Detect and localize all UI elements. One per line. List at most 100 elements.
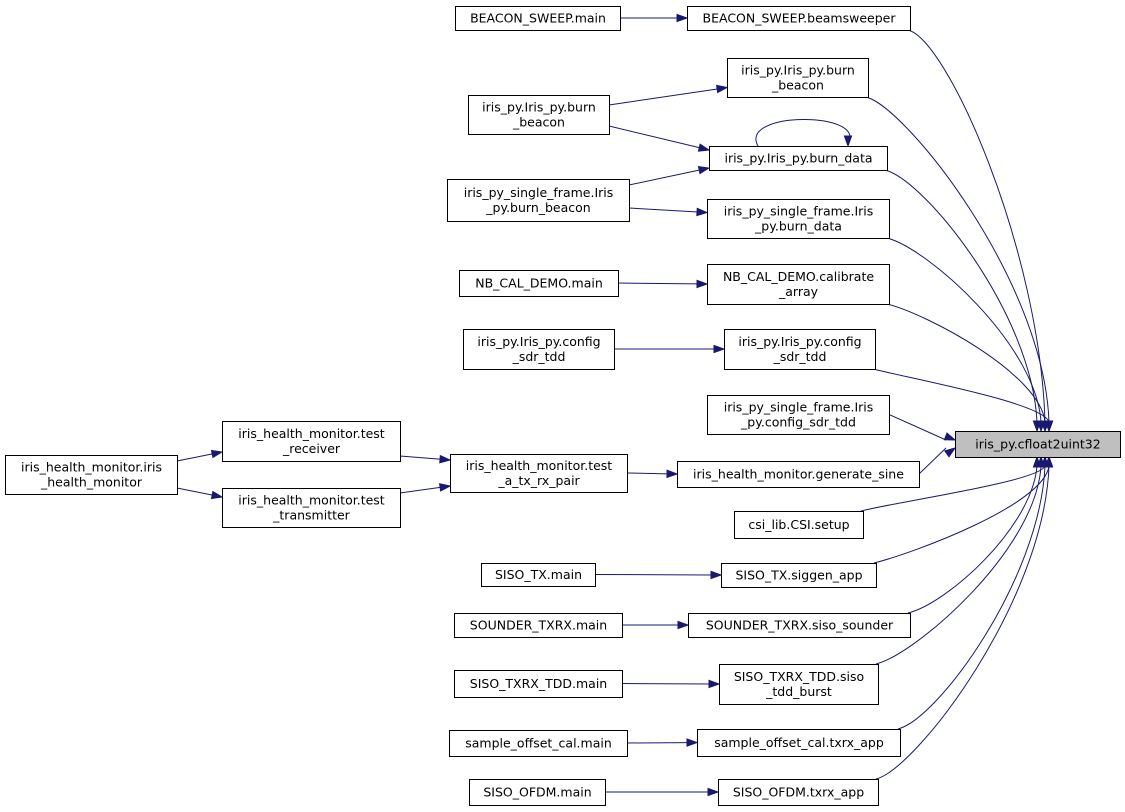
node-box-hm_pair	[450, 454, 628, 493]
edge-hm_monitor-to-hm_receiver-arrowhead	[210, 449, 224, 459]
edge-sf_burn_beacon-to-sf_burn_data-arrowhead	[696, 207, 709, 217]
node-soc_main[interactable]: sample_offset_cal.main	[449, 730, 628, 757]
node-box-ofdm_txrx	[718, 779, 879, 806]
node-tdd_main[interactable]: SISO_TXRX_TDD.main	[454, 670, 623, 698]
node-label-tdd_main-line-0: SISO_TXRX_TDD.main	[470, 676, 607, 691]
node-box-siso_tx_siggen	[721, 563, 877, 588]
edge-iris_burn_data-to-iris_burn_data	[755, 119, 851, 147]
edge-hm_sine-to-cfloat2uint32	[918, 447, 947, 475]
node-ofdm_main[interactable]: SISO_OFDM.main	[469, 779, 606, 806]
node-label-iris_config_b-line-1: _sdr_tdd	[512, 349, 566, 364]
node-label-sf_burn_beacon-line-1: _py.burn_beacon	[485, 200, 590, 215]
node-sounder_main[interactable]: SOUNDER_TXRX.main	[454, 613, 623, 638]
edge-nbcal_main-to-nbcal_calibrate	[617, 282, 699, 285]
node-label-siso_tx_main-line-0: SISO_TX.main	[495, 567, 582, 582]
node-box-hm_sine	[677, 461, 920, 488]
node-label-sf_burn_data-line-0: iris_py_single_frame.Iris	[724, 204, 874, 219]
node-box-sf_config	[707, 395, 890, 435]
edge-hm_transmitter-to-hm_pair-arrowhead	[439, 483, 452, 492]
edge-siso_tx_main-to-siso_tx_siggen-arrowhead	[710, 570, 723, 580]
node-box-tdd_main	[454, 670, 623, 698]
node-siso_tx_siggen[interactable]: SISO_TX.siggen_app	[721, 563, 877, 588]
node-sounder_siso[interactable]: SOUNDER_TXRX.siso_sounder	[688, 613, 911, 638]
node-hm_pair[interactable]: iris_health_monitor.test_a_tx_rx_pair	[450, 454, 628, 493]
node-label-iris_burn_beacon_b-line-1: _beacon	[512, 115, 565, 130]
node-beacon_sweep_main[interactable]: BEACON_SWEEP.main	[455, 6, 621, 31]
edge-iris_burn_data-to-iris_burn_data-arrowhead	[843, 135, 853, 148]
node-label-hm_pair-line-0: iris_health_monitor.test	[466, 458, 613, 473]
edge-hm_transmitter-to-hm_pair	[399, 486, 442, 494]
node-beacon_sweep_beamsweeper[interactable]: BEACON_SWEEP.beamsweeper	[687, 6, 911, 31]
node-siso_tx_main[interactable]: SISO_TX.main	[481, 563, 596, 587]
node-ofdm_txrx[interactable]: SISO_OFDM.txrx_app	[718, 779, 879, 806]
node-box-cfloat2uint32	[955, 431, 1121, 458]
edge-sf_config-to-cfloat2uint32-arrowhead	[943, 432, 957, 441]
node-soc_txrx[interactable]: sample_offset_cal.txrx_app	[697, 729, 901, 757]
node-label-hm_pair-line-1: _a_tx_rx_pair	[497, 473, 580, 488]
node-label-hm_receiver-line-0: iris_health_monitor.test	[238, 426, 385, 441]
node-label-iris_config_a-line-0: iris_py.Iris_py.config	[738, 334, 861, 349]
node-box-ofdm_main	[469, 779, 606, 806]
edge-iris_config_a-to-cfloat2uint32	[872, 368, 1050, 423]
edge-iris_burn_beacon_b-to-iris_burn_beacon_a-arrowhead	[715, 84, 729, 94]
node-hm_sine[interactable]: iris_health_monitor.generate_sine	[677, 461, 920, 488]
node-label-csi_setup-line-0: csi_lib.CSI.setup	[748, 517, 849, 532]
edge-iris_config_b-to-iris_config_a-arrowhead	[713, 344, 726, 354]
edge-ofdm_txrx-to-cfloat2uint32	[875, 465, 1050, 780]
node-sf_config[interactable]: iris_py_single_frame.Iris_py.config_sdr_…	[707, 395, 890, 435]
node-hm_receiver[interactable]: iris_health_monitor.test_receiver	[222, 421, 401, 462]
node-hm_transmitter[interactable]: iris_health_monitor.test_transmitter	[222, 488, 401, 528]
node-iris_burn_beacon_b[interactable]: iris_py.Iris_py.burn_beacon	[468, 95, 610, 135]
node-sf_burn_beacon[interactable]: iris_py_single_frame.Iris_py.burn_beacon	[447, 179, 630, 222]
edge-hm_receiver-to-hm_pair	[399, 455, 442, 460]
node-label-sf_config-line-0: iris_py_single_frame.Iris	[724, 400, 874, 415]
node-cfloat2uint32[interactable]: iris_py.cfloat2uint32	[955, 431, 1121, 458]
edge-iris_burn_beacon_a-to-cfloat2uint32	[865, 96, 1050, 423]
node-label-hm_receiver-line-1: _receiver	[282, 441, 341, 456]
node-sf_burn_data[interactable]: iris_py_single_frame.Iris_py.burn_data	[707, 199, 890, 239]
node-label-nbcal_calibrate-line-0: NB_CAL_DEMO.calibrate	[723, 269, 874, 284]
edges-layer	[176, 13, 1054, 797]
node-box-beacon_sweep_main	[455, 6, 621, 31]
node-label-iris_burn_beacon_b-line-0: iris_py.Iris_py.burn	[482, 100, 596, 115]
node-box-sf_burn_beacon	[447, 179, 630, 222]
node-label-soc_txrx-line-0: sample_offset_cal.txrx_app	[714, 735, 884, 750]
node-label-nbcal_calibrate-line-1: _array	[778, 284, 819, 299]
edge-hm_monitor-to-hm_transmitter-arrowhead	[210, 490, 224, 500]
nodes-layer: BEACON_SWEEP.main BEACON_SWEEP.beamsweepe…	[5, 6, 1121, 806]
node-box-nbcal_calibrate	[707, 264, 890, 305]
node-csi_setup[interactable]: csi_lib.CSI.setup	[734, 511, 864, 539]
node-iris_config_b[interactable]: iris_py.Iris_py.config_sdr_tdd	[463, 329, 615, 370]
edge-tdd_main-to-tdd_burst-arrowhead	[708, 679, 721, 689]
edge-ofdm_txrx-to-cfloat2uint32-arrowhead	[1044, 455, 1054, 468]
node-nbcal_main[interactable]: NB_CAL_DEMO.main	[459, 270, 619, 297]
node-iris_burn_beacon_a[interactable]: iris_py.Iris_py.burn_beacon	[727, 58, 869, 98]
node-tdd_burst[interactable]: SISO_TXRX_TDD.siso_tdd_burst	[719, 664, 879, 705]
edge-soc_main-to-soc_txrx-arrowhead	[686, 738, 699, 747]
node-box-iris_config_b	[463, 329, 615, 370]
node-nbcal_calibrate[interactable]: NB_CAL_DEMO.calibrate_array	[707, 264, 890, 305]
node-iris_config_a[interactable]: iris_py.Iris_py.config_sdr_tdd	[724, 329, 876, 370]
node-label-ofdm_main-line-0: SISO_OFDM.main	[483, 785, 591, 800]
node-box-tdd_burst	[719, 664, 879, 705]
edge-sf_burn_beacon-to-iris_burn_data	[628, 169, 701, 186]
node-hm_monitor[interactable]: iris_health_monitor.iris_health_monitor	[5, 455, 178, 495]
node-label-hm_transmitter-line-0: iris_health_monitor.test	[238, 493, 385, 508]
node-box-sounder_siso	[688, 613, 911, 638]
edge-siso_tx_siggen-to-cfloat2uint32	[873, 465, 1050, 564]
edge-hm_monitor-to-hm_receiver	[176, 453, 214, 462]
edge-iris_burn_data-to-cfloat2uint32	[884, 169, 1038, 423]
node-label-beacon_sweep_main-line-0: BEACON_SWEEP.main	[470, 11, 606, 26]
node-label-tdd_burst-line-1: _tdd_burst	[765, 684, 832, 699]
edge-hm_sine-to-cfloat2uint32-arrowhead	[943, 447, 957, 458]
node-iris_burn_data[interactable]: iris_py.Iris_py.burn_data	[709, 146, 888, 171]
node-label-sf_burn_data-line-1: _py.burn_data	[754, 219, 842, 234]
edge-sf_burn_beacon-to-iris_burn_data-arrowhead	[697, 165, 711, 175]
node-label-iris_config_a-line-1: _sdr_tdd	[773, 349, 827, 364]
edge-soc_txrx-to-cfloat2uint32	[897, 465, 1046, 730]
edge-sounder_main-to-sounder_siso-arrowhead	[677, 620, 690, 630]
edge-iris_burn_beacon_b-to-iris_burn_data-arrowhead	[697, 143, 711, 152]
edge-hm_monitor-to-hm_transmitter	[176, 487, 214, 496]
node-label-soc_main-line-0: sample_offset_cal.main	[465, 736, 612, 751]
